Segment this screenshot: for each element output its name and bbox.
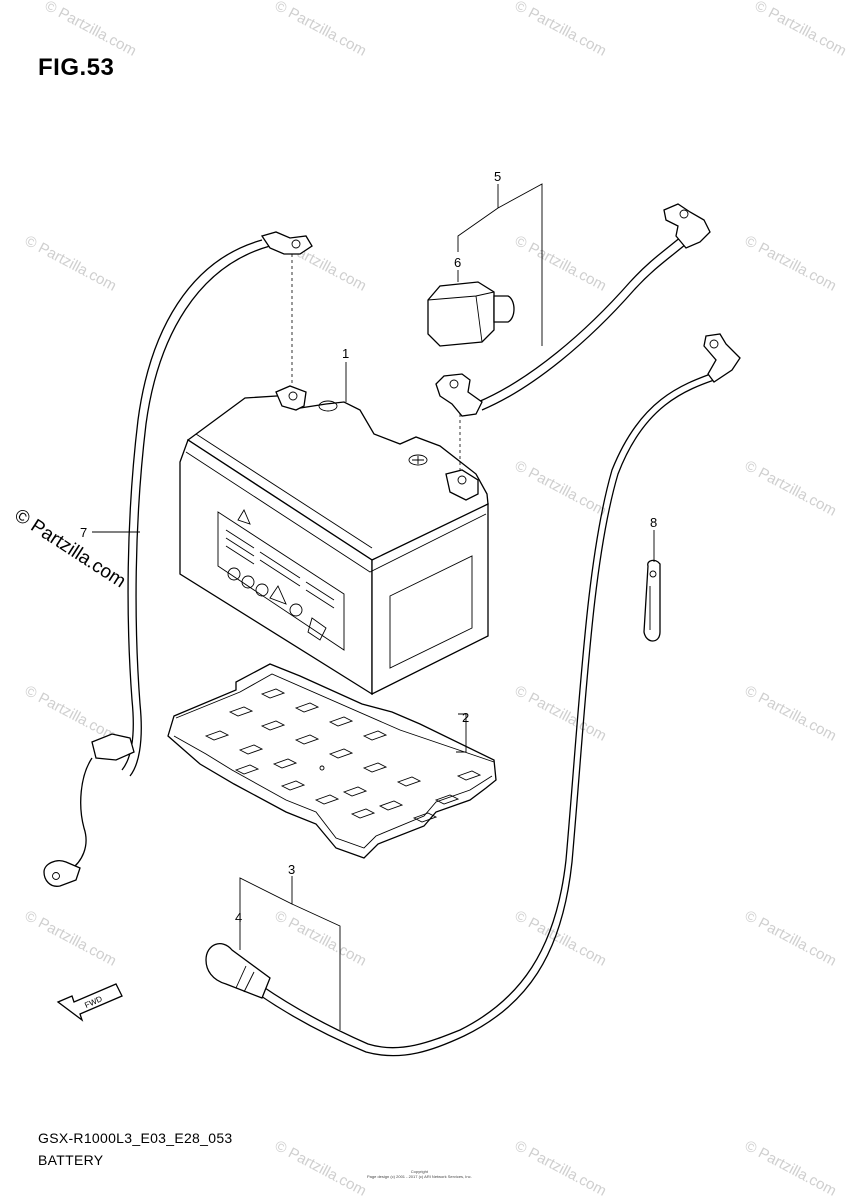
ground-lead: [43, 231, 313, 887]
callout-3: 3: [288, 862, 296, 877]
callout-6: 6: [454, 255, 462, 270]
copyright-line: Copyright: [410, 1169, 428, 1174]
positive-cable: [205, 333, 741, 1057]
callout-1: 1: [342, 346, 350, 361]
callout-5: 5: [494, 169, 502, 184]
figure-code: GSX-R1000L3_E03_E28_053: [38, 1130, 233, 1146]
battery: [179, 385, 489, 696]
forward-arrow: FWD: [56, 983, 123, 1022]
figure-name: BATTERY: [38, 1152, 104, 1168]
callout-7: 7: [80, 525, 88, 540]
tray-slots: [204, 688, 482, 823]
copyright-line: Page design (c) 2001 - 2017 (c) ARI Netw…: [367, 1174, 472, 1179]
clamp-band: [643, 559, 661, 642]
battery-tray: [167, 663, 497, 859]
leader-lines: [92, 183, 655, 1030]
callout-8: 8: [650, 515, 658, 530]
terminal-cover: [427, 281, 515, 347]
negative-cable: [435, 203, 711, 417]
figure-title: FIG.53: [38, 54, 115, 81]
copyright-notice: Copyright Page design (c) 2001 - 2017 (c…: [367, 1169, 472, 1179]
callout-4: 4: [235, 910, 243, 925]
callout-2: 2: [462, 710, 470, 725]
